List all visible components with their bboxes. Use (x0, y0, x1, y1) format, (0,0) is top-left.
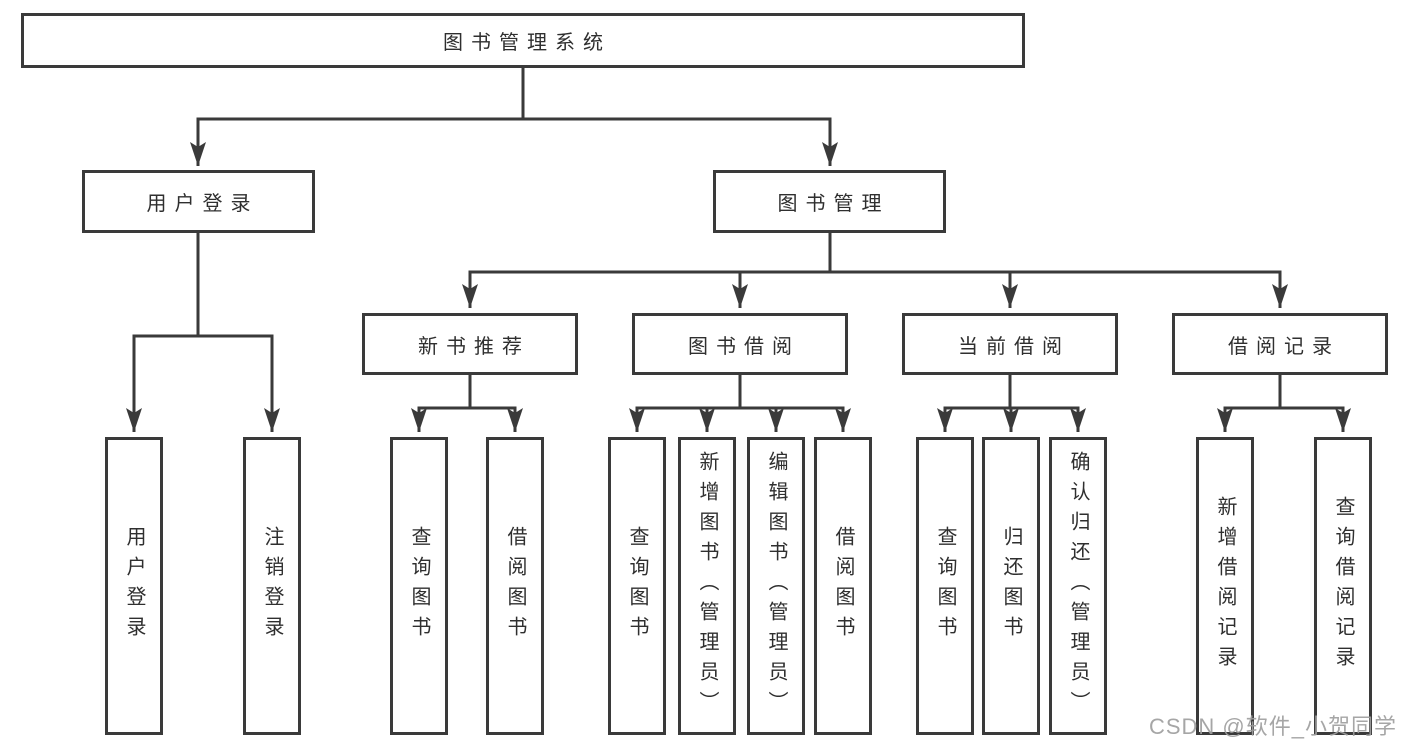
node-root-label: 图书管理系统 (443, 32, 611, 54)
node-book-management: 图书管理 (713, 170, 946, 233)
node-book-borrowing-label: 图书借阅 (688, 335, 800, 358)
leaf-cb-return-books: 归还图书 (982, 437, 1040, 735)
leaf-cb-query-books: 查询图书 (916, 437, 974, 735)
leaf-br-add-record-label: 新增借阅记录 (1214, 496, 1236, 676)
node-new-book-recommend-label: 新书推荐 (418, 335, 530, 358)
leaf-logout: 注销登录 (243, 437, 301, 735)
leaf-logout-label: 注销登录 (261, 526, 283, 646)
node-borrow-records: 借阅记录 (1172, 313, 1388, 375)
leaf-bb-edit-books-admin: 编辑图书（管理员） (747, 437, 805, 735)
node-new-book-recommend: 新书推荐 (362, 313, 578, 375)
leaf-cb-return-books-label: 归还图书 (1000, 526, 1022, 646)
node-current-borrowing: 当前借阅 (902, 313, 1118, 375)
leaf-bb-query-books: 查询图书 (608, 437, 666, 735)
leaf-nb-borrow-books: 借阅图书 (486, 437, 544, 735)
csdn-watermark: CSDN @软件_小贺同学 (1148, 714, 1397, 739)
leaf-cb-confirm-return-admin-label: 确认归还（管理员） (1067, 451, 1089, 721)
leaf-bb-query-books-label: 查询图书 (626, 526, 648, 646)
leaf-bb-borrow-books: 借阅图书 (814, 437, 872, 735)
leaf-user-login: 用户登录 (105, 437, 163, 735)
leaf-bb-add-books-admin-label: 新增图书（管理员） (696, 451, 718, 721)
leaf-cb-confirm-return-admin: 确认归还（管理员） (1049, 437, 1107, 735)
leaf-cb-query-books-label: 查询图书 (934, 526, 956, 646)
leaf-nb-borrow-books-label: 借阅图书 (504, 526, 526, 646)
leaf-user-login-label: 用户登录 (123, 526, 145, 646)
node-root-system: 图书管理系统 (21, 13, 1025, 68)
node-user-login-label: 用户登录 (146, 193, 259, 215)
leaf-br-query-record: 查询借阅记录 (1314, 437, 1372, 735)
leaf-bb-borrow-books-label: 借阅图书 (832, 526, 854, 646)
node-book-management-label: 图书管理 (777, 193, 890, 215)
leaf-bb-edit-books-admin-label: 编辑图书（管理员） (765, 451, 787, 721)
leaf-nb-query-books-label: 查询图书 (408, 526, 430, 646)
leaf-nb-query-books: 查询图书 (390, 437, 448, 735)
node-book-borrowing: 图书借阅 (632, 313, 848, 375)
leaf-br-query-record-label: 查询借阅记录 (1332, 496, 1354, 676)
node-borrow-records-label: 借阅记录 (1228, 335, 1340, 358)
node-user-login: 用户登录 (82, 170, 315, 233)
node-current-borrowing-label: 当前借阅 (958, 335, 1070, 358)
leaf-br-add-record: 新增借阅记录 (1196, 437, 1254, 735)
leaf-bb-add-books-admin: 新增图书（管理员） (678, 437, 736, 735)
